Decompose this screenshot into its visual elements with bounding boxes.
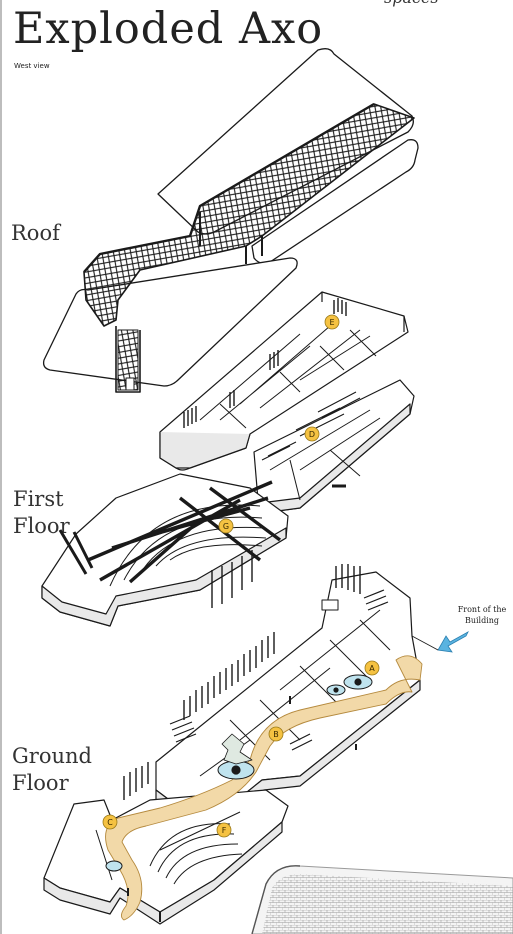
ground-floor-label: Ground Floor xyxy=(12,744,92,795)
marker-a: A xyxy=(364,660,380,676)
marker-f: F xyxy=(216,822,232,838)
marker-e-label: E xyxy=(329,318,334,327)
circulation-path xyxy=(105,655,423,921)
marker-f-label: F xyxy=(222,826,227,835)
cropped-heading: spaces xyxy=(384,0,439,7)
marker-b: B xyxy=(268,726,284,742)
marker-g: G xyxy=(218,518,234,534)
marker-e: E xyxy=(324,314,340,330)
marker-a-label: A xyxy=(369,664,375,673)
brick-building-corner xyxy=(251,865,513,934)
marker-g-label: G xyxy=(223,522,229,531)
roof-label: Roof xyxy=(11,221,60,245)
marker-c: C xyxy=(102,814,118,830)
left-border xyxy=(0,0,2,934)
tree-icon xyxy=(221,733,253,765)
marker-d-label: D xyxy=(309,430,315,439)
first-floor-layer xyxy=(41,291,415,627)
roof-layer xyxy=(42,48,419,393)
view-subtitle: West view xyxy=(14,62,50,70)
marker-b-label: B xyxy=(273,730,279,739)
page-title: Exploded Axo xyxy=(13,4,324,54)
entrance-leader xyxy=(411,635,439,651)
marker-c-label: C xyxy=(107,818,113,827)
entrance-arrow-icon xyxy=(437,631,469,653)
marker-d: D xyxy=(304,426,320,442)
pool-c xyxy=(105,860,123,872)
first-floor-label: First Floor xyxy=(13,487,70,538)
front-of-building-label: Front of the Building xyxy=(457,605,507,625)
